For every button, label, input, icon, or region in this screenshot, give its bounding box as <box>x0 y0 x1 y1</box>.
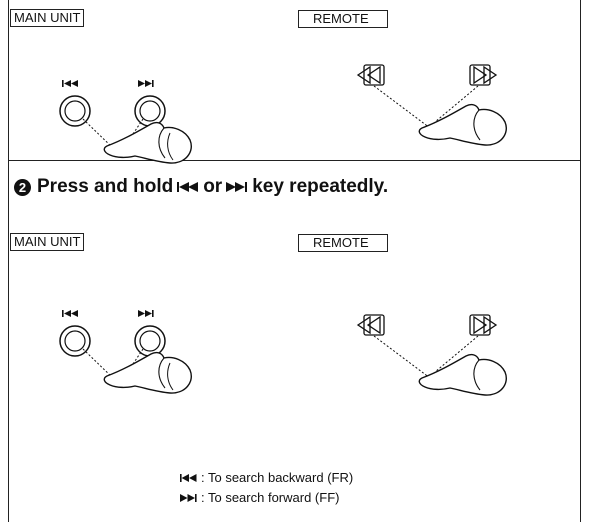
skip-back-button <box>59 325 91 357</box>
main-unit-illustration-top <box>59 80 192 164</box>
skip-back-icon <box>177 182 199 192</box>
fast-forward-button <box>469 314 498 336</box>
step-number-badge: 2 <box>14 178 31 196</box>
legend-row-backward: : To search backward (FR) <box>180 470 353 485</box>
frame-right-border <box>580 0 581 522</box>
skip-forward-icon <box>226 182 248 192</box>
step-text-before: Press and hold <box>37 176 174 197</box>
step-text-after: key repeatedly. <box>252 176 389 197</box>
skip-back-icon <box>62 80 78 87</box>
legend-row-forward: : To search forward (FF) <box>180 490 339 505</box>
step-text-middle: or <box>203 176 223 197</box>
main-unit-illustration-bottom <box>59 310 192 394</box>
pointing-hand-icon <box>103 351 192 394</box>
pointing-hand-icon <box>103 121 192 164</box>
remote-illustration-top <box>356 64 507 146</box>
main-unit-label-bottom: MAIN UNIT <box>10 233 85 251</box>
skip-forward-icon <box>138 310 154 317</box>
remote-illustration-bottom <box>356 314 507 396</box>
pointing-hand-icon <box>418 103 507 146</box>
main-unit-label-top: MAIN UNIT <box>10 9 85 27</box>
skip-back-icon <box>62 310 78 317</box>
step-instruction: 2 Press and hold or key repeatedly. <box>14 176 388 198</box>
skip-forward-icon <box>180 493 197 502</box>
section-divider <box>8 160 581 161</box>
skip-forward-icon <box>138 80 154 87</box>
rewind-button <box>356 314 385 336</box>
legend-text-backward: : To search backward (FR) <box>201 470 354 485</box>
skip-back-button <box>59 95 91 127</box>
legend-text-forward: : To search forward (FF) <box>201 490 340 505</box>
rewind-button <box>356 64 385 86</box>
remote-label-bottom: REMOTE <box>298 234 388 252</box>
frame-left-border <box>8 0 9 522</box>
fast-forward-button <box>469 64 498 86</box>
pointing-hand-icon <box>418 353 507 396</box>
skip-back-icon <box>180 473 197 482</box>
remote-label-top: REMOTE <box>298 10 388 28</box>
